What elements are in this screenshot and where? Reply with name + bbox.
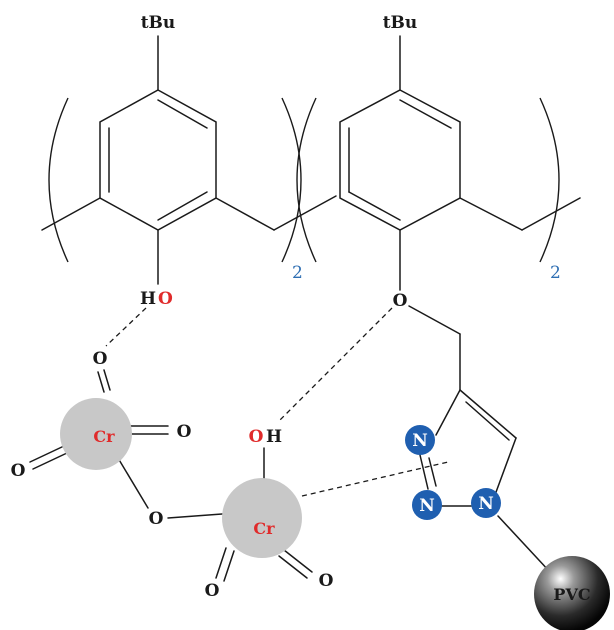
nitrogen-sphere-1 [471,488,501,518]
nitrogen-sphere-3 [405,425,435,455]
hbond-ether-to-oh [279,307,393,421]
left-paren-2 [296,97,317,263]
cr2-o-bl-bond-a [215,547,227,579]
triazole-ring [419,389,551,573]
bridge-cr2-bond [167,513,223,519]
cr2-hydroxyl-o-label: O [249,427,264,447]
chromium-sphere-2 [222,478,302,558]
bridge-o-label: O [149,509,164,529]
nitrogen-sphere-2 [412,490,442,520]
cr1-o-right-label: O [177,422,192,442]
cr2-hydroxyl-h-label: H [266,427,282,447]
right-paren-1 [281,97,302,263]
ether-o-label: O [393,291,408,311]
cr1-o-left-bond-a [29,445,65,463]
triazole-n3-c4 [435,389,461,436]
right-methylene-bond [459,197,523,231]
tbu-right-label: tBu [383,13,418,33]
left-chain-bond [41,197,101,231]
n2-label: N [419,496,435,516]
hydroxyl-h-label: H [140,289,156,309]
left-ring-bonds [99,89,217,231]
cr1-o-top-bond-a [97,371,105,393]
tbu-left-label: tBu [141,13,176,33]
right-chain-bond [521,197,581,231]
pvc-label: PVC [553,585,590,604]
hydrogen-bonds [105,307,449,497]
cr2-label: Cr [253,519,275,538]
phenol-o-label: O [158,289,173,309]
right-ring-bonds [339,89,461,231]
triazole-n2-n3 [419,454,429,490]
cr2-o-br-label: O [319,571,334,591]
ether-ch2-bond [408,305,461,335]
cr1-o-left-bond-b [32,452,68,470]
left-methylene-bond [215,197,275,231]
cr1-o-top-bond-b [103,369,111,391]
left-paren-1 [48,97,69,263]
cr2-o-br-bond-a [283,549,313,573]
cr1-o-top-label: O [93,349,108,369]
repeat-parentheses [48,97,560,263]
hbond-oh-to-o [105,307,147,347]
triazole-c4-c5 [459,389,517,439]
right-paren-2 [539,97,560,263]
cr1-label: Cr [93,427,115,446]
n1-label: N [478,494,494,514]
cr2-o-bl-bond-b [223,550,235,582]
hbond-cr-to-triazole [301,461,449,497]
triazole-pvc-bond [497,515,551,573]
cr1-bridge-bond [117,457,149,509]
right-phenol-ring [339,35,581,391]
cr2-o-bl-label: O [205,581,220,601]
chromate-bonds [29,369,313,582]
bridge-methylene-bond [273,195,337,231]
cr1-o-left-label: O [11,461,26,481]
left-phenol-ring [41,35,337,285]
pvc-sphere [534,556,610,630]
cr2-o-br-bond-b [278,555,308,579]
n3-label: N [412,431,428,451]
chromium-sphere-1 [60,398,132,470]
repeat-subscript-left: 2 [292,263,303,283]
repeat-subscript-right: 2 [550,263,561,283]
